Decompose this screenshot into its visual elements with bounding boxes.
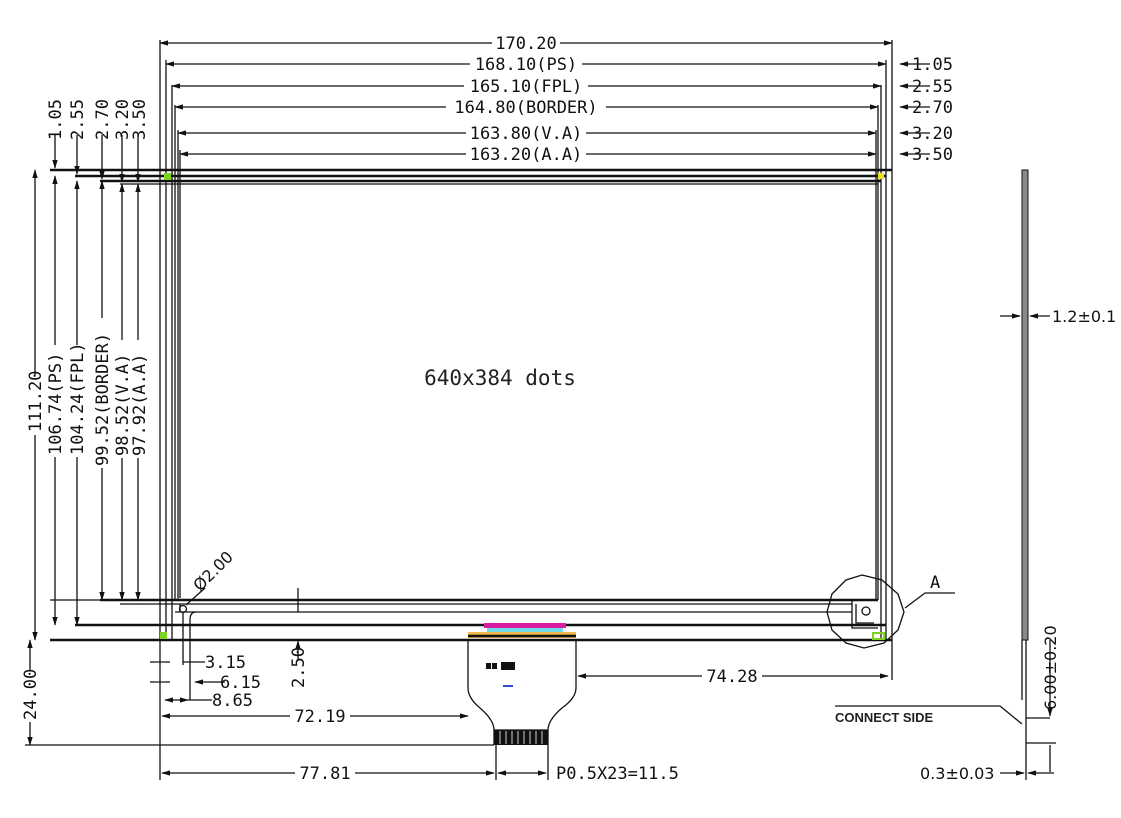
dim-va-height: 98.52(V.A) bbox=[113, 354, 133, 456]
side-view: 1.2±0.1 6.00±0.20 CONNECT SIDE 0.3±0.03 bbox=[835, 169, 1116, 783]
left-offset-border: 2.70 bbox=[93, 99, 113, 140]
left-offset-aa: 3.50 bbox=[130, 99, 150, 140]
dim-ps-width: 168.10(PS) bbox=[475, 55, 577, 75]
dim-border-width: 164.80(BORDER) bbox=[454, 98, 597, 118]
dim-overall-width: 170.20 bbox=[495, 34, 556, 54]
dim-total-height: 24.00 bbox=[21, 669, 41, 720]
fpc-connector bbox=[467, 623, 577, 745]
dim-overall-height: 111.20 bbox=[26, 371, 46, 432]
dim-right-offset: 74.28 bbox=[706, 667, 757, 687]
dim-va-width: 163.80(V.A) bbox=[470, 124, 583, 144]
right-offset-dimension: 74.28 bbox=[577, 645, 893, 687]
left-offsets: 1.05 2.55 2.70 3.20 3.50 bbox=[46, 99, 150, 183]
left-dimensions: 111.20 106.74(PS) 104.24(FPL) 99.52(BORD… bbox=[26, 169, 150, 641]
dim-border-height: 99.52(BORDER) bbox=[93, 333, 113, 466]
offset-ps: 1.05 bbox=[912, 55, 953, 75]
panel-outline bbox=[50, 40, 893, 780]
top-dimensions: 170.20 168.10(PS) 165.10(FPL) 164.80(BOR… bbox=[159, 34, 953, 165]
dim-2-50: 2.50 bbox=[289, 647, 309, 688]
detail-a-callout: A bbox=[826, 573, 955, 649]
dim-6-15: 6.15 bbox=[220, 673, 261, 693]
detail-label: A bbox=[930, 573, 940, 593]
left-offset-ps: 1.05 bbox=[46, 99, 66, 140]
dim-aa-height: 97.92(A.A) bbox=[130, 354, 150, 456]
offset-fpl: 2.55 bbox=[912, 77, 953, 97]
fpc-thickness-label: 0.3±0.03 bbox=[920, 764, 994, 783]
dim-fpl-height: 104.24(FPL) bbox=[68, 342, 88, 455]
left-offset-va: 3.20 bbox=[113, 99, 133, 140]
hole-diameter-label: Ø2.00 bbox=[189, 547, 237, 595]
dim-ps-height: 106.74(PS) bbox=[46, 353, 66, 455]
dim-8-65: 8.65 bbox=[212, 691, 253, 711]
dim-fpl-width: 165.10(FPL) bbox=[470, 77, 583, 97]
offset-aa: 3.50 bbox=[912, 145, 953, 165]
dim-pin-pitch: P0.5X23=11.5 bbox=[556, 764, 679, 784]
fpc-length-label: 6.00±0.20 bbox=[1041, 625, 1060, 710]
dim-aa-width: 163.20(A.A) bbox=[470, 145, 583, 165]
dim-fpc-offset: 72.19 bbox=[294, 707, 345, 727]
fpc-contacts-icon bbox=[494, 730, 548, 745]
dim-3-15: 3.15 bbox=[205, 653, 246, 673]
offset-border: 2.70 bbox=[912, 98, 953, 118]
resolution-label: 640x384 dots bbox=[424, 366, 576, 390]
panel-thickness-label: 1.2±0.1 bbox=[1052, 307, 1116, 326]
offset-va: 3.20 bbox=[912, 124, 953, 144]
dim-pin-offset: 77.81 bbox=[299, 764, 350, 784]
corner-marker-icon bbox=[164, 173, 171, 180]
connect-side-note: CONNECT SIDE bbox=[835, 710, 934, 725]
left-offset-fpl: 2.55 bbox=[68, 99, 88, 140]
bottom-left-details: Ø2.00 3.15 6.15 8.65 2.50 72.19 24.00 77… bbox=[20, 547, 679, 784]
